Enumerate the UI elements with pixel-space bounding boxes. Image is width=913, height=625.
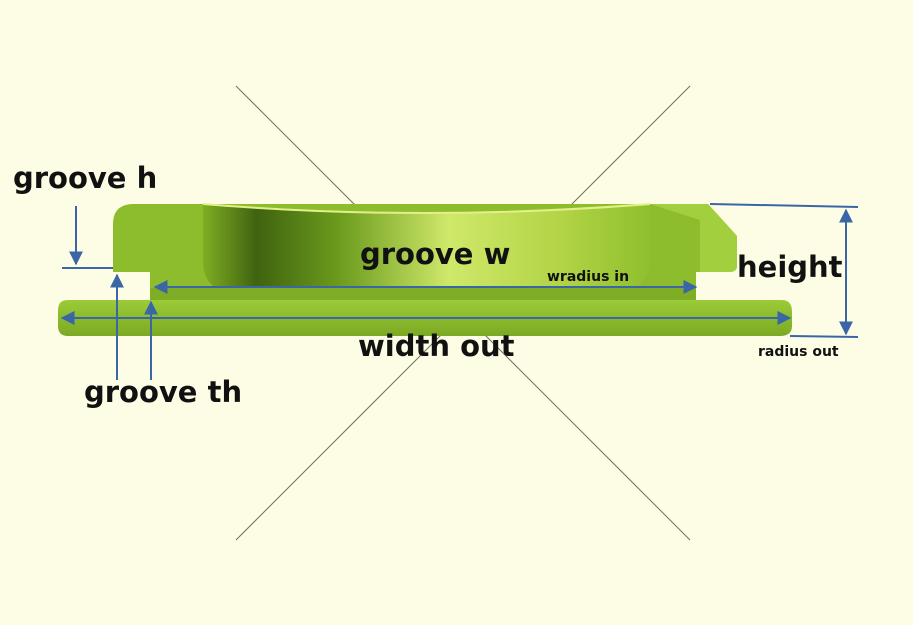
label-groove-w: groove w (360, 237, 511, 271)
label-groove-th: groove th (84, 375, 243, 409)
label-wradius-in: wradius in (547, 269, 630, 285)
part-body (58, 203, 792, 336)
label-height: height (737, 250, 843, 284)
label-groove-h: groove h (13, 161, 158, 195)
height-bottom-ref-line (789, 335, 859, 338)
label-radius-out: radius out (758, 344, 839, 360)
label-width-out: width out (358, 329, 515, 363)
height-top-ref-line (709, 203, 859, 208)
